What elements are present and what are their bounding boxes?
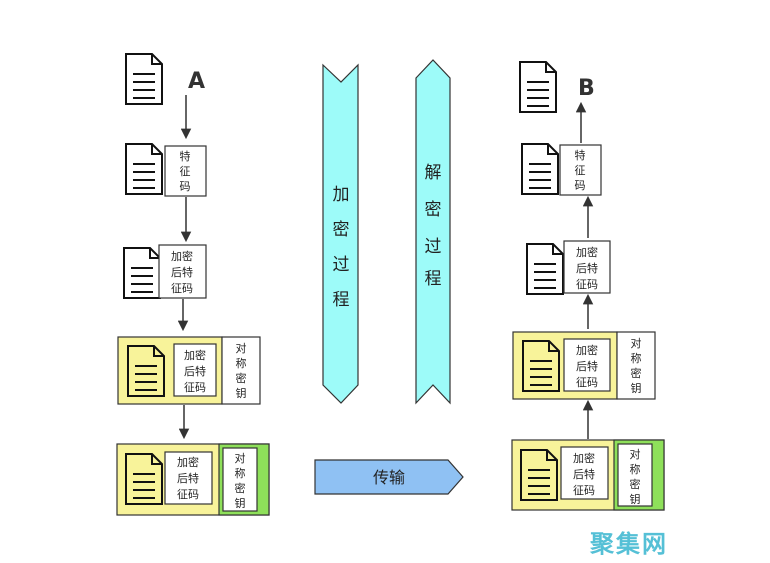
enc-code2-line-1: 后特	[184, 364, 206, 378]
document-icon-step2	[125, 143, 163, 195]
encrypted-code-box-left-3	[164, 451, 213, 505]
r-enc2-line-2: 征码	[576, 376, 598, 389]
decryption-char-3: 程	[425, 269, 442, 289]
r-feature-char-2: 码	[575, 179, 586, 192]
key1-char-2: 密	[236, 371, 247, 385]
enc-code3-line-1: 后特	[177, 471, 199, 485]
r-key2-char-3: 钥	[630, 492, 641, 506]
enc-code2-line-2: 征码	[184, 381, 206, 394]
label-b: B	[578, 76, 595, 101]
key2-char-2: 密	[235, 481, 246, 495]
r-key1-char-0: 对	[631, 336, 642, 350]
feature-code-box-left	[164, 145, 207, 197]
r-enc1-line-1: 后特	[576, 261, 598, 275]
key2-char-0: 对	[235, 451, 246, 465]
r-key2-char-2: 密	[630, 477, 641, 491]
key1-char-3: 钥	[236, 386, 247, 400]
feature-code-char-2: 码	[180, 180, 191, 193]
document-icon-r3	[526, 243, 564, 295]
encryption-char-2: 过	[333, 255, 350, 275]
r-enc2-line-1: 后特	[576, 359, 598, 373]
transmission-label: 传输	[373, 468, 405, 487]
document-icon-a	[125, 53, 163, 105]
enc-code3-line-2: 征码	[177, 488, 199, 501]
r-key2-char-0: 对	[630, 447, 641, 461]
r-feature-char-1: 征	[575, 164, 586, 177]
r-enc2-line-0: 加密	[576, 343, 598, 357]
r-enc1-line-0: 加密	[576, 245, 598, 259]
key1-char-1: 称	[236, 356, 247, 370]
r-enc3-line-1: 后特	[573, 467, 595, 481]
encryption-char-0: 加	[333, 185, 350, 205]
document-icon-r4	[522, 340, 560, 392]
document-icon-r5	[520, 449, 558, 501]
r-enc1-line-2: 征码	[576, 278, 598, 291]
encrypted-code-box-right-1	[563, 240, 611, 294]
r-key2-char-1: 称	[630, 462, 641, 476]
document-icon-b	[519, 61, 557, 113]
r-feature-char-0: 特	[575, 148, 586, 162]
r-enc3-line-0: 加密	[573, 451, 595, 465]
feature-code-char-0: 特	[180, 149, 191, 163]
encrypted-code-box-left-1	[158, 244, 207, 299]
enc-code-line-1: 后特	[171, 265, 193, 279]
symmetric-key-box-right-2	[617, 443, 653, 507]
encrypted-code-box-right-2	[563, 338, 611, 392]
document-icon-step3	[123, 247, 161, 299]
label-a: A	[188, 69, 205, 94]
feature-code-char-1: 征	[180, 165, 191, 178]
key1-char-0: 对	[236, 341, 247, 355]
encryption-process-band	[322, 63, 359, 404]
r-key1-char-3: 钥	[631, 381, 642, 395]
r-key1-char-1: 称	[631, 351, 642, 365]
r-enc3-line-2: 征码	[573, 484, 595, 497]
document-icon-step5	[125, 453, 163, 505]
decryption-char-1: 密	[425, 200, 442, 220]
enc-code-line-2: 征码	[171, 282, 193, 295]
encryption-char-3: 程	[333, 290, 350, 310]
watermark-logo: 聚集网	[590, 530, 668, 558]
symmetric-key-box-left-1	[221, 336, 261, 405]
symmetric-key-box-left-2	[222, 447, 258, 512]
encryption-char-1: 密	[333, 220, 350, 240]
key2-char-1: 称	[235, 466, 246, 480]
decryption-char-2: 过	[425, 237, 442, 257]
encrypted-code-box-left-2	[173, 343, 217, 397]
enc-code-line-0: 加密	[171, 249, 193, 263]
enc-code3-line-0: 加密	[177, 455, 199, 469]
enc-code2-line-0: 加密	[184, 348, 206, 362]
encrypted-code-box-right-3	[560, 446, 609, 500]
decryption-char-0: 解	[425, 163, 442, 183]
r-key1-char-2: 密	[631, 366, 642, 380]
key2-char-3: 钥	[235, 496, 246, 510]
feature-code-box-right	[559, 144, 602, 196]
transmission-arrow	[314, 459, 464, 495]
symmetric-key-box-right-1	[616, 331, 656, 400]
decryption-process-band	[415, 59, 451, 405]
document-icon-step4	[127, 345, 165, 397]
document-icon-r2	[521, 143, 559, 195]
